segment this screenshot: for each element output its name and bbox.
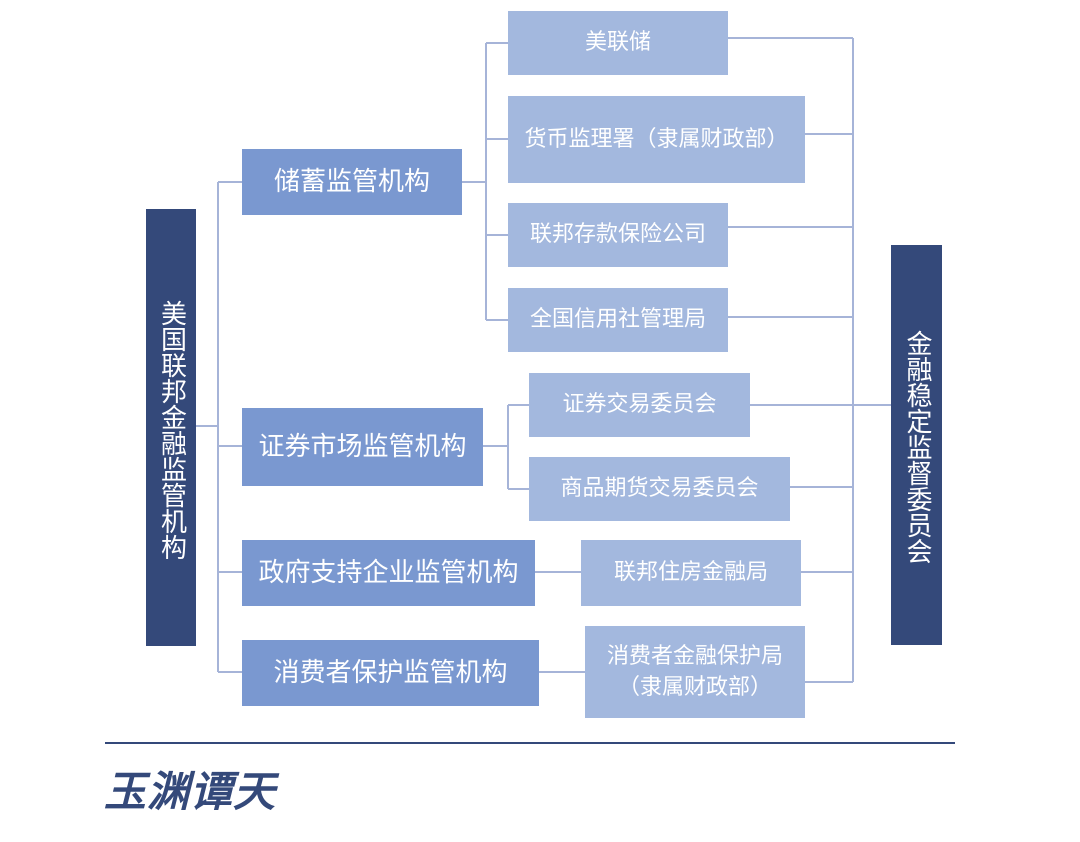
agency-fhfa: 联邦住房金融局 — [581, 540, 801, 606]
category-savings-regulators: 储蓄监管机构 — [242, 149, 462, 215]
agency-cfpb-name: 消费者金融保护局 — [606, 644, 783, 669]
fsoc-root: 金融稳定监督委员会 — [891, 245, 942, 645]
agency-occ: 货币监理署（隶属财政部） — [508, 96, 805, 183]
agency-federal-reserve: 美联储 — [508, 11, 728, 75]
agency-cftc: 商品期货交易委员会 — [529, 457, 790, 521]
category-securities-regulators: 证券市场监管机构 — [242, 408, 483, 486]
category-consumer-protection-regulators: 消费者保护监管机构 — [242, 640, 539, 706]
agency-cfpb: 消费者金融保护局 （隶属财政部） — [585, 626, 805, 718]
us-federal-regulators-root: 美国联邦金融监管机构 — [146, 209, 196, 646]
footer-divider — [105, 742, 955, 744]
agency-fdic: 联邦存款保险公司 — [508, 203, 728, 267]
agency-cfpb-note: （隶属财政部） — [617, 675, 772, 700]
brand-logo: 玉渊谭天 — [104, 767, 277, 816]
agency-ncua: 全国信用社管理局 — [508, 288, 728, 352]
category-gse-regulators: 政府支持企业监管机构 — [242, 540, 535, 606]
agency-sec: 证券交易委员会 — [529, 373, 750, 437]
